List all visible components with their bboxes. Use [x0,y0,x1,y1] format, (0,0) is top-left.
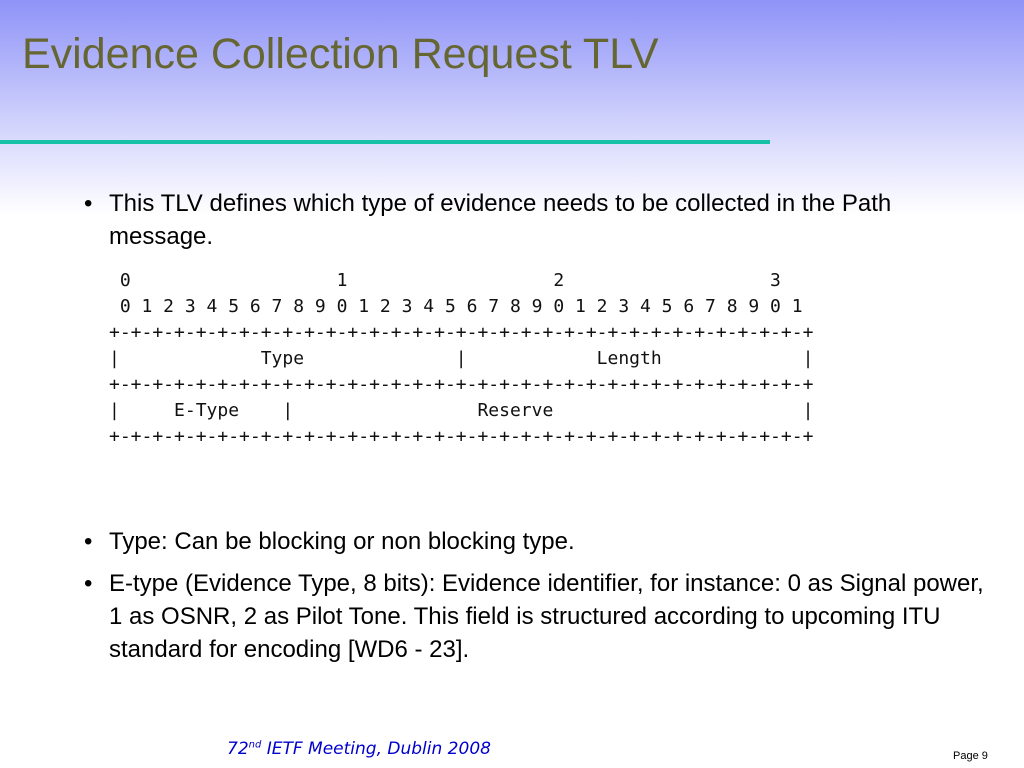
diagram-line: +-+-+-+-+-+-+-+-+-+-+-+-+-+-+-+-+-+-+-+-… [109,322,814,343]
diagram-line: 0 1 2 3 4 5 6 7 8 9 0 1 2 3 4 5 6 7 8 9 … [109,296,803,317]
bullet-item: • Type: Can be blocking or non blocking … [84,525,984,558]
diagram-line: | E-Type | Reserve | [109,400,814,421]
bullet-item: • E-type (Evidence Type, 8 bits): Eviden… [84,567,984,666]
bullet-marker: • [84,190,93,217]
diagram-line: 0 1 2 3 [109,270,781,291]
bullet-text: E-type (Evidence Type, 8 bits): Evidence… [109,570,984,663]
bullet-text: This TLV defines which type of evidence … [109,190,892,250]
page-number: Page 9 [953,750,988,762]
slide-title: Evidence Collection Request TLV [22,30,659,78]
meeting-number: 72 [227,739,249,759]
meeting-ordinal-suffix: nd [248,739,262,751]
title-underline [0,140,770,144]
diagram-line: +-+-+-+-+-+-+-+-+-+-+-+-+-+-+-+-+-+-+-+-… [109,426,814,447]
bullet-marker: • [84,570,93,597]
meeting-text: IETF Meeting, Dublin 2008 [261,739,491,759]
bullet-marker: • [84,528,93,555]
footer-meeting-label: 72nd IETF Meeting, Dublin 2008 [227,738,491,760]
bullet-text: Type: Can be blocking or non blocking ty… [109,528,575,555]
diagram-line: | Type | Length | [109,348,814,369]
bullet-item: • This TLV defines which type of evidenc… [84,187,984,253]
diagram-line: +-+-+-+-+-+-+-+-+-+-+-+-+-+-+-+-+-+-+-+-… [109,374,814,395]
tlv-format-diagram: 0 1 2 3 0 1 2 3 4 5 6 7 8 9 0 1 2 3 4 5 … [109,268,813,450]
